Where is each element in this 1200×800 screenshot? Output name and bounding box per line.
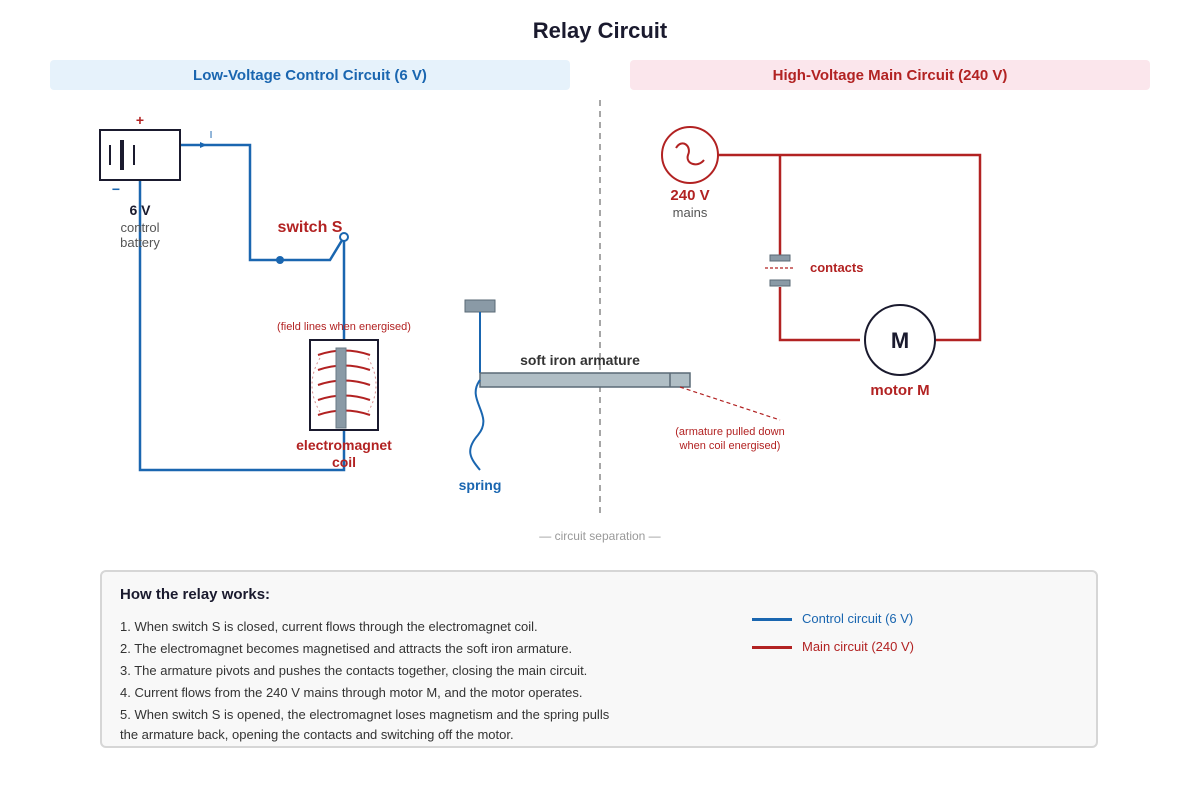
electromagnet-label-1: electromagnet [296, 437, 392, 453]
battery-plus: + [136, 112, 144, 128]
how-step: 1. When switch S is closed, current flow… [120, 619, 538, 634]
how-steps: 1. When switch S is closed, current flow… [120, 616, 620, 745]
main-wires [718, 153, 982, 342]
relay-diagram: — circuit separation — I + − 6 V control… [99, 100, 982, 543]
page-title: Relay Circuit [532, 18, 668, 43]
battery-minus: − [112, 181, 120, 197]
field-note: (field lines when energised) [277, 321, 411, 333]
legend-main-swatch [752, 646, 792, 649]
how-step: 2. The electromagnet becomes magnetised … [120, 641, 573, 656]
armature-note-2: when coil energised) [679, 440, 781, 452]
how-title: How the relay works: [120, 586, 271, 603]
switch-label: switch S [278, 219, 343, 236]
how-step: 4. Current flows from the 240 V mains th… [120, 685, 583, 700]
battery-label-1: control [120, 220, 159, 235]
current-marker: I [210, 130, 213, 141]
switch-pivot [276, 256, 284, 264]
motor-icon [864, 304, 936, 376]
battery-label-2: battery [120, 235, 160, 250]
switch-contact[interactable] [339, 232, 349, 242]
how-it-works-panel: How the relay works: 1. When switch S is… [100, 570, 1098, 748]
control-wires [138, 143, 346, 472]
main-circuit-banner: High-Voltage Main Circuit (240 V) [630, 60, 1150, 90]
spring-label: spring [459, 477, 502, 493]
legend-main-label: Main circuit (240 V) [802, 639, 914, 654]
relay-contacts [765, 254, 795, 287]
current-arrow-icon [200, 142, 207, 148]
motor-label: motor M [870, 382, 929, 399]
how-step-5-line-2: the armature back, opening the contacts … [120, 727, 514, 742]
electromagnet-coil [309, 339, 379, 431]
ac-source-icon [661, 126, 719, 184]
mains-label: mains [673, 205, 708, 220]
armature-note-pointer [679, 386, 781, 421]
contacts-label: contacts [810, 260, 863, 275]
spring [469, 379, 485, 471]
soft-iron-armature[interactable] [479, 372, 691, 388]
battery-voltage: 6 V [129, 202, 151, 218]
armature-label: soft iron armature [520, 352, 640, 368]
motor-symbol: M [891, 328, 909, 353]
how-step: 3. The armature pivots and pushes the co… [120, 663, 588, 678]
legend-control-label: Control circuit (6 V) [802, 611, 914, 626]
how-step-5-line-1: 5. When switch S is opened, the electrom… [120, 707, 610, 722]
armature-note-1: (armature pulled down [675, 426, 784, 438]
armature-pivot [464, 299, 496, 313]
battery [99, 129, 181, 181]
mains-voltage: 240 V [670, 187, 709, 204]
legend-control-swatch [752, 618, 792, 621]
electromagnet-label-2: coil [332, 454, 356, 470]
control-circuit-banner: Low-Voltage Control Circuit (6 V) [50, 60, 570, 90]
separation-label: — circuit separation — [539, 529, 660, 543]
